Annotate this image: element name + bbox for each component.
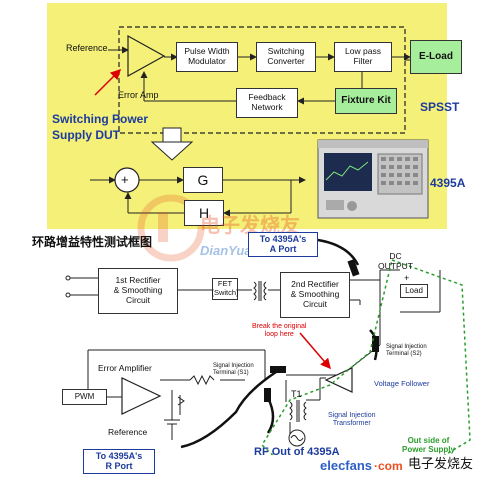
fet-switch-block: FET (Switch) [211, 278, 239, 300]
dc-output-label: DC OUTPUT [378, 251, 413, 271]
sum-plus-sign: + [121, 172, 129, 187]
injection-transformer-label: Signal Injection Transformer [328, 412, 376, 428]
a-port-tag: To 4395A's A Port [248, 232, 318, 257]
error-amp-symbol [127, 34, 166, 78]
reference-label-bottom: Reference [108, 427, 148, 437]
probe-tips [264, 259, 379, 402]
h-block: H [184, 200, 224, 226]
analyzer-label: 4395A [430, 176, 466, 190]
network-analyzer-4395a [317, 139, 429, 219]
watermark-logo [137, 194, 205, 262]
error-amp-label: Error Amp [118, 90, 159, 100]
outside-supply-label: Out side of Power Supply [402, 436, 455, 455]
dut-label: Switching Power Supply DUT [52, 112, 149, 143]
summing-junction [114, 167, 140, 193]
dut-pointer-arrow [94, 68, 122, 96]
footer-cn: 电子发烧友 [408, 457, 474, 472]
rf-sine-icon [290, 435, 304, 441]
low-pass-filter-block: Low pass Filter [334, 42, 392, 72]
switching-converter-block: Switching Converter [256, 42, 316, 72]
rf-out-label: RF Out of 4395A [254, 446, 340, 458]
footer-dotcom: ·com [374, 459, 403, 473]
fixture-kit-block: Fixture Kit [335, 88, 397, 114]
feedback-network-block: Feedback Network [236, 88, 298, 118]
s2-label: Signal Injection Terminal (S2) [386, 344, 427, 358]
error-amplifier-symbol [121, 377, 162, 415]
g-block: G [183, 167, 223, 193]
spsst-label: SPSST [420, 100, 460, 114]
pwm-block: Pulse Width Modulator [176, 42, 238, 72]
footer-site: elecfans [320, 458, 373, 473]
break-loop-arrow [299, 332, 331, 370]
voltage-follower-symbol [324, 367, 353, 393]
down-arrow-icon [150, 127, 194, 161]
watermark-text: 电子发烧友 [200, 215, 300, 237]
error-amplifier-label: Error Amplifier [98, 363, 152, 373]
t1-label: T1 [291, 389, 302, 399]
pwm-block-bottom: PWM [62, 389, 107, 405]
test-title: 环路增益特性测试框图 [32, 235, 153, 249]
reference-label: Reference [66, 43, 108, 53]
rectifier-1-block: 1st Rectifier & Smoothing Circuit [98, 268, 178, 314]
e-load-block: E-Load [410, 40, 462, 74]
r-port-tag: To 4395A's R Port [83, 449, 155, 474]
load-block: Load [400, 284, 428, 298]
s1-label: Signal Injection Terminal (S1) [213, 363, 254, 377]
footer-band [268, 455, 498, 475]
load-plus-sign: + [404, 273, 410, 283]
break-loop-label: Break the original loop here [252, 323, 307, 339]
voltage-follower-label: Voltage Follower [374, 379, 430, 388]
rectifier-2-block: 2nd Rectifier & Smoothing Circuit [280, 272, 350, 318]
